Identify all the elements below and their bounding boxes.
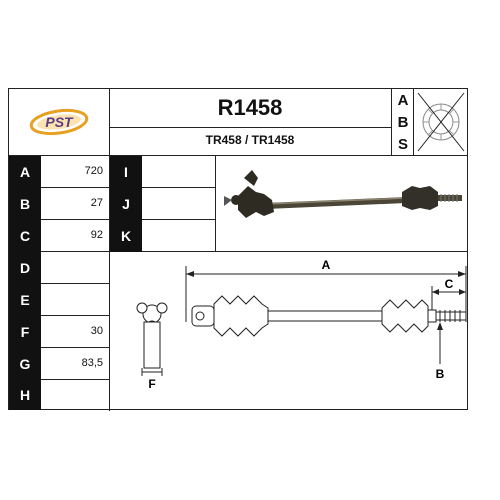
dimension-label-c: C — [445, 277, 454, 291]
spec-letter-j: J — [110, 188, 142, 220]
spec-value-g: 83,5 — [81, 357, 103, 369]
logo-cell: PST — [9, 89, 109, 155]
abs-letter-a: A — [391, 89, 414, 111]
part-number: R1458 — [217, 95, 283, 120]
dimension-label-b: B — [436, 367, 445, 381]
spec-letter-c: C — [9, 220, 41, 252]
alt-references: TR458 / TR1458 — [205, 133, 295, 147]
spec-sheet: PST R1458 TR458 / TR1458 A B S A B — [8, 88, 468, 411]
abs-letter-s: S — [391, 133, 414, 155]
spec-letter-h: H — [9, 380, 41, 410]
spec-letter-e: E — [9, 284, 41, 316]
dimension-label-f: F — [148, 377, 155, 391]
spec-value-a: 720 — [84, 165, 103, 177]
spec-letter-i: I — [110, 156, 142, 188]
spec-value-f: 30 — [90, 325, 103, 337]
spec-letter-g: G — [9, 348, 41, 380]
drive-shaft-photo-icon — [224, 170, 462, 218]
spec-letter-d: D — [9, 252, 41, 284]
drive-shaft-drawing-icon: A C F — [136, 258, 467, 391]
dimension-label-a: A — [322, 258, 331, 272]
abs-ring-crossed-icon — [417, 92, 465, 152]
spec-letter-b: B — [9, 188, 41, 220]
abs-sensor-cell — [413, 89, 467, 155]
spec-value-c: 92 — [90, 229, 103, 241]
product-photo — [216, 156, 467, 251]
spec-letter-k: K — [110, 220, 142, 252]
logo-text: PST — [45, 114, 74, 130]
pst-logo-icon: PST — [29, 108, 89, 136]
abs-letter-b: B — [391, 111, 414, 133]
spec-value-b: 27 — [90, 197, 103, 209]
technical-drawing: A C F — [110, 252, 467, 410]
spec-letter-a: A — [9, 156, 41, 188]
spec-letter-f: F — [9, 316, 41, 348]
